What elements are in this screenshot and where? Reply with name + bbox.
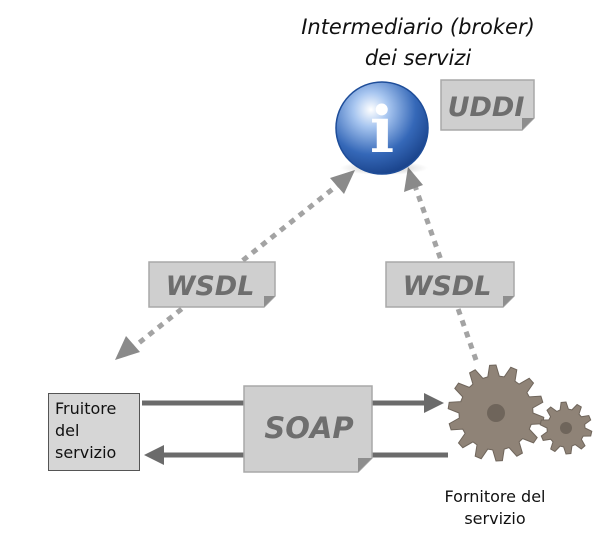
consumer-line1: Fruitore [55,399,117,418]
broker-info-icon: i [335,81,429,175]
soap-label: SOAP [264,411,353,445]
provider-line1: Fornitore del [444,487,546,506]
broker-title-line2: dei servizi [364,46,472,70]
small-gear-hub [560,422,572,434]
consumer-line3: servizio [55,443,117,462]
service-consumer-box: Fruitore del servizio [48,393,140,471]
wsdl-left-label: WSDL [166,271,255,302]
provider-line2: servizio [464,509,526,528]
wsdl-document-left: WSDL [148,261,276,308]
broker-title: Intermediario (broker) dei servizi [268,12,568,74]
consumer-line2: del [55,421,80,440]
gears-icon [447,364,593,462]
uddi-document: UDDI [440,79,535,131]
uddi-label: UDDI [448,92,525,123]
soap-document: SOAP [243,385,373,473]
info-glyph: i [370,93,394,168]
large-gear-hub [487,404,505,422]
broker-title-line1: Intermediario (broker) [301,15,535,39]
wsdl-document-right: WSDL [385,261,515,308]
wsdl-right-label: WSDL [403,271,492,302]
service-provider-label: Fornitore del servizio [405,486,585,530]
